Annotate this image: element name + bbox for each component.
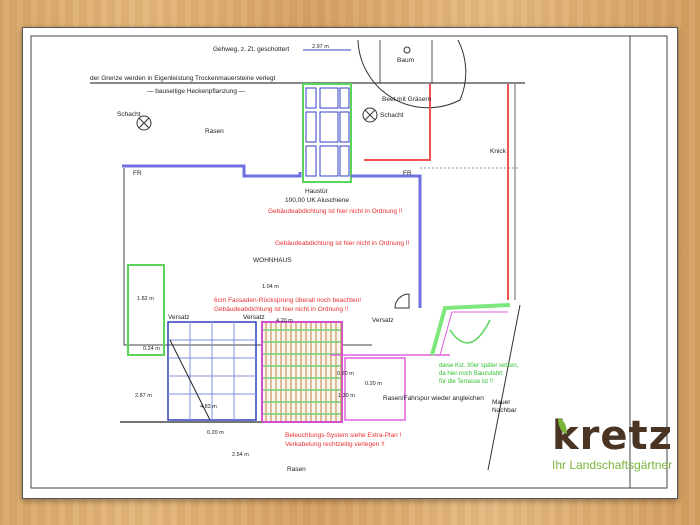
note-seal-2: Gebäudeabdichtung ist hier nicht in Ordn… [275, 240, 410, 247]
entry-path [302, 83, 352, 183]
label-manhole-right: Schacht [380, 112, 404, 119]
note-curb-2: da hier noch Bauzufahrt [439, 371, 503, 377]
label-door-level: 100,00 UK Aluschiene [285, 197, 349, 204]
manhole-left-icon [136, 115, 152, 131]
note-lighting-1: Beleuchtungs-System siehe Extra-Plan ! [285, 432, 402, 439]
label-wall-1: Mauer [492, 399, 511, 406]
dim-024: 0.24 m [143, 346, 160, 352]
dim-020b: 0.20 m [365, 381, 382, 387]
label-border-note: der Grenze werden in Eigenleistung Trock… [90, 75, 276, 82]
dim-020c: 0.20 m [207, 430, 224, 436]
neighbour-wall [487, 304, 521, 471]
note-lighting-2: Verkabelung rechtzeitig verlegen !! [285, 441, 385, 448]
label-manhole-left: Schacht [117, 111, 141, 118]
logo-tagline: Ihr Landschaftsgärtner [552, 458, 673, 472]
logo-wordmark: kretz [552, 413, 673, 459]
note-seal-1: Gebäudeabdichtung ist hier nicht in Ordn… [268, 208, 403, 215]
door-swing [394, 293, 410, 309]
dim-420: 4.20 m [276, 318, 293, 324]
manhole-right-icon [362, 107, 378, 123]
label-hedge: — bauseitige Heckenpflanzung — [147, 88, 246, 95]
wooden-deck [261, 321, 343, 423]
label-lawn-bottom: Rasen [287, 466, 306, 473]
label-fr-right: FR [403, 170, 412, 177]
label-bed: Beet mit Gräsern [382, 96, 432, 103]
plan-frame [30, 35, 668, 489]
note-curb-1: diese Kst. 30er später setzen, [439, 363, 519, 369]
dim-130: 1.30 m [338, 393, 355, 399]
dim-182: 1.82 m [137, 296, 154, 302]
label-tree: Baum [397, 57, 414, 64]
tree-crown [357, 39, 467, 109]
note-facade: 6cm Fassaden-Rücksprung überall noch bea… [214, 297, 361, 304]
label-wall-2: Nachbar [492, 407, 517, 414]
dim-287: 2.87 m [135, 393, 152, 399]
dim-020a: 0.20 m [337, 371, 354, 377]
label-house: WOHNHAUS [253, 257, 292, 264]
label-door: Haustür [305, 188, 329, 195]
label-offset-3: Versatz [372, 317, 394, 324]
curb-line [430, 303, 511, 356]
label-lawn-top: Rasen [205, 128, 224, 135]
label-sidewalk: Gehweg, z. Zt. geschottert [213, 46, 289, 53]
dim-483: 4.83 m [200, 404, 217, 410]
house-wall [122, 164, 302, 178]
kretz-logo: kretz Ihr Landschaftsgärtner [552, 416, 673, 472]
label-knick: Knick [490, 148, 507, 155]
tree-icon [403, 46, 411, 54]
note-curb-3: für die Terrasse ist !! [439, 379, 493, 385]
dim-top: 2.97 m [312, 44, 329, 50]
dim-104: 1.04 m [262, 284, 279, 290]
label-fr-left: FR [133, 170, 142, 177]
label-offset-2: Versatz [243, 314, 265, 321]
note-seal-3: Gebäudeabdichtung ist hier nicht in Ordn… [214, 306, 349, 313]
dim-254: 2.54 m [232, 452, 249, 458]
leaf-icon [558, 418, 567, 434]
label-offset-1: Versatz [168, 314, 190, 321]
label-lawn-track: Rasen/Fahrspur wieder angleichen [383, 395, 484, 402]
